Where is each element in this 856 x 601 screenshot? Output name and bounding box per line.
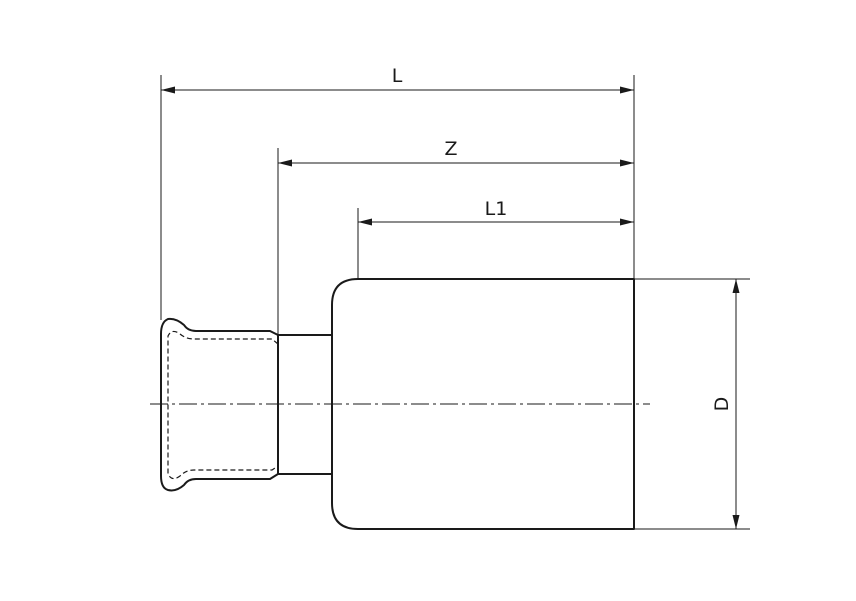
- arrowhead-L-right: [620, 86, 634, 94]
- dim-label-Z: Z: [444, 138, 457, 160]
- arrowhead-L-left: [161, 86, 175, 94]
- fitting-body: [160, 278, 635, 530]
- large-body-outline: [331, 278, 635, 530]
- arrowhead-L1-right: [620, 218, 634, 226]
- arrowhead-Z-left: [278, 159, 292, 167]
- dimension-Z: Z: [278, 138, 634, 167]
- press-socket-outline: [160, 317, 279, 492]
- dimension-L1: L1: [358, 198, 634, 226]
- extension-lines: [160, 75, 750, 530]
- dim-label-D: D: [711, 397, 733, 412]
- arrowhead-D-top: [732, 279, 740, 293]
- dimension-D: D: [711, 279, 740, 529]
- dim-label-L1: L1: [485, 198, 508, 220]
- socket-inner-bore: [167, 330, 279, 480]
- arrowhead-D-bottom: [732, 515, 740, 529]
- dim-label-L: L: [392, 65, 403, 87]
- arrowhead-L1-left: [358, 218, 372, 226]
- dimension-L: L: [161, 65, 634, 94]
- arrowhead-Z-right: [620, 159, 634, 167]
